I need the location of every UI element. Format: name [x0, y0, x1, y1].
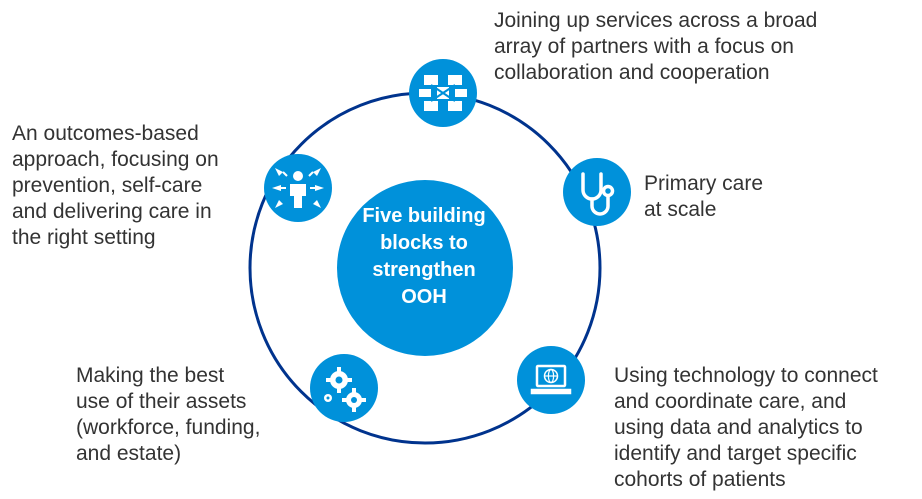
network-icon: [419, 75, 467, 111]
block-label-top: Joining up services across a broad array…: [494, 9, 818, 84]
center-title: Five building blocks to strengthen OOH: [362, 205, 486, 308]
block-label-right: Primary care at scale: [644, 172, 764, 221]
stethoscope-icon: [581, 172, 615, 216]
block-label-left: An outcomes-based approach, focusing on …: [12, 122, 219, 249]
node-bottom-left: [310, 354, 378, 422]
node-left: [264, 154, 332, 222]
center-circle: [337, 180, 513, 356]
node-top: [409, 59, 477, 127]
block-label-bottom-left: Making the best use of their assets (wor…: [76, 364, 261, 465]
gears-icon: [324, 367, 366, 412]
block-label-bottom-right: Using technology to connect and coordina…: [614, 364, 878, 491]
node-bottom-right: [517, 346, 585, 414]
node-right: [563, 158, 631, 226]
person-focus-icon: [272, 168, 324, 208]
laptop-globe-icon: [530, 364, 572, 395]
